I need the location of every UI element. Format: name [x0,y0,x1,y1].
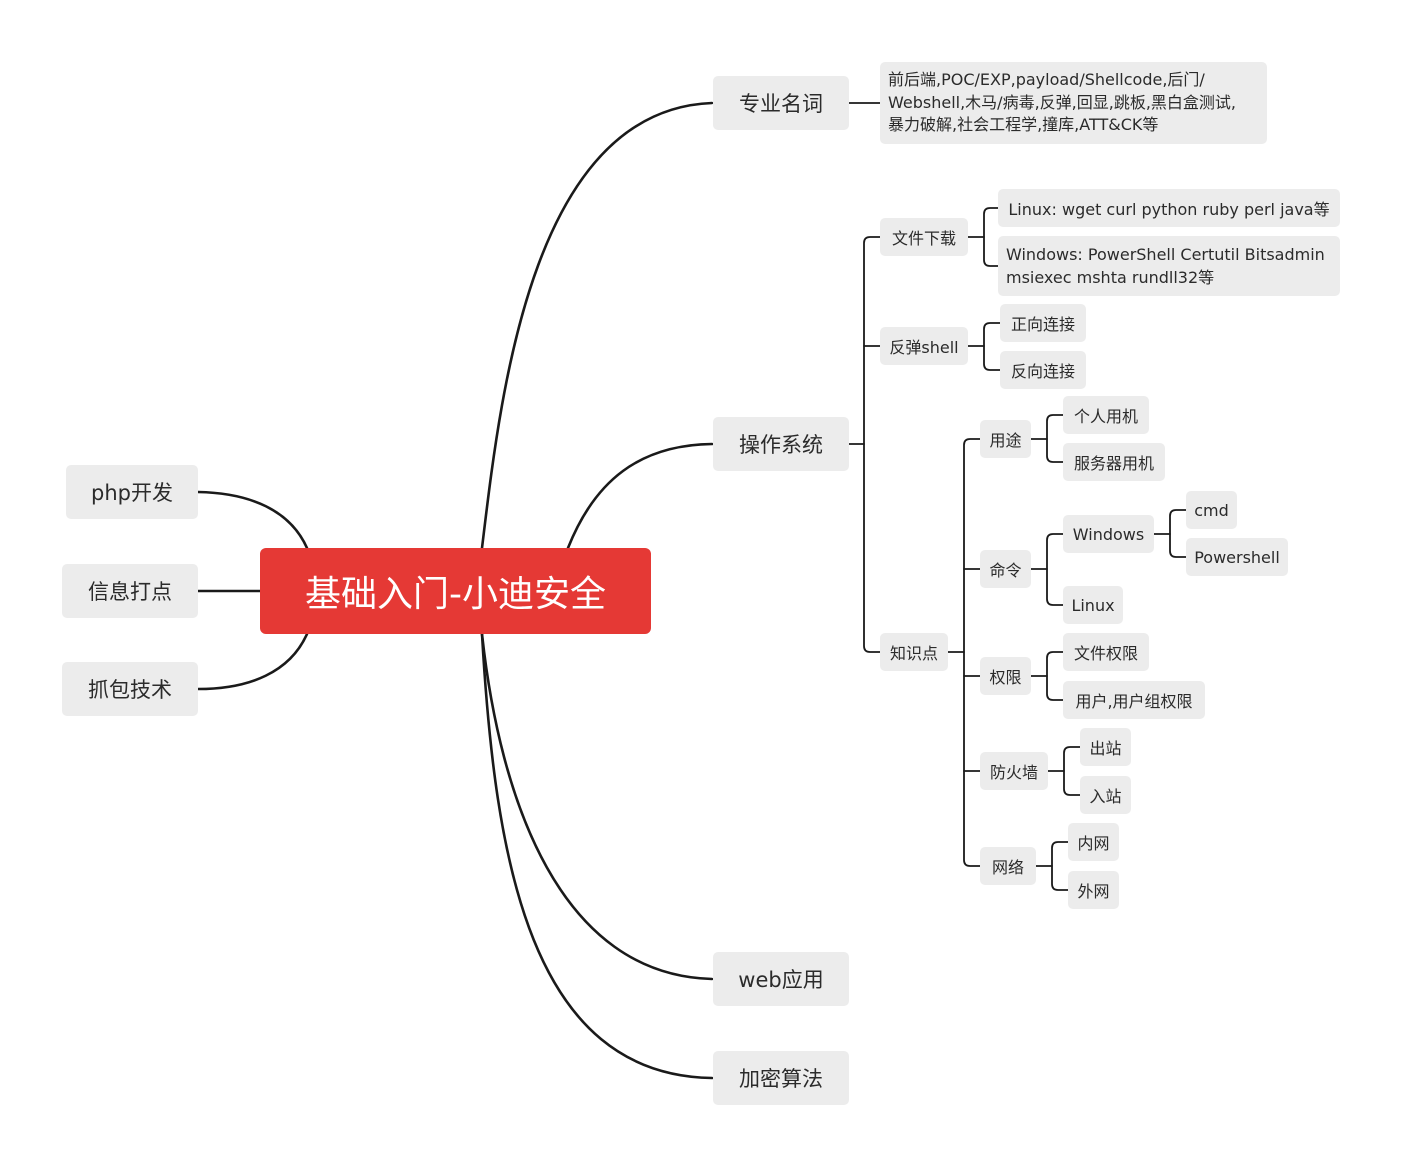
download-windows-line-2: msiexec mshta rundll32等 [1006,268,1215,287]
topic-outbound[interactable]: 出站 [1080,728,1131,766]
topic-firewall[interactable]: 防火墙 [980,752,1048,790]
topic-command-label: 命令 [989,561,1022,580]
topic-terms-label: 专业名词 [739,92,823,116]
link-root-terms [480,101,714,550]
root-topic[interactable]: 基础入门-小迪安全 [260,548,651,634]
link-net-bracket [1051,841,1069,891]
topic-usage-label: 用途 [989,431,1022,450]
topic-powershell[interactable]: Powershell [1186,538,1288,576]
topic-command-windows[interactable]: Windows [1063,515,1154,553]
topic-forward-connect-label: 正向连接 [1010,315,1075,334]
link-root-php [196,490,309,550]
topic-firewall-label: 防火墙 [989,763,1038,782]
topic-terms-details[interactable]: 前后端,POC/EXP,payload/Shellcode,后门/ Webshe… [880,62,1267,144]
topic-php-dev[interactable]: php开发 [66,465,198,519]
topic-download-linux[interactable]: Linux: wget curl python ruby perl java等 [998,189,1340,227]
topic-php-dev-label: php开发 [91,481,173,505]
link-perm-bracket [1046,651,1064,701]
topic-info-gathering-label: 信息打点 [88,580,172,604]
download-windows-line-1: Windows: PowerShell Certutil Bitsadmin [1006,245,1325,264]
link-download-bracket [983,207,999,267]
topic-powershell-label: Powershell [1194,547,1280,567]
topic-file-download[interactable]: 文件下载 [880,218,968,256]
terms-details-line-3: 暴力破解,社会工程学,撞库,ATT&CK等 [888,115,1159,134]
topic-knowledge[interactable]: 知识点 [880,633,948,671]
topic-packet-capture[interactable]: 抓包技术 [62,662,198,716]
topic-extranet-label: 外网 [1077,882,1110,901]
terms-details-line-1: 前后端,POC/EXP,payload/Shellcode,后门/ [888,70,1205,89]
topic-forward-connect[interactable]: 正向连接 [1000,304,1086,342]
topic-operating-system[interactable]: 操作系统 [713,417,849,471]
topic-web-app-label: web应用 [738,968,824,992]
topic-file-permission-label: 文件权限 [1073,644,1138,663]
topic-intranet-label: 内网 [1077,834,1110,853]
topic-network-label: 网络 [991,858,1024,877]
topic-knowledge-label: 知识点 [889,644,938,663]
topic-usage[interactable]: 用途 [980,420,1031,458]
topic-reverse-connect-label: 反向连接 [1010,362,1075,381]
topic-file-download-label: 文件下载 [891,229,956,248]
link-root-capture [196,632,309,691]
topic-packet-capture-label: 抓包技术 [88,678,172,702]
link-knowledge-bracket [963,438,981,867]
link-root-web [480,632,714,981]
topic-cmd-label: cmd [1194,500,1229,520]
link-command-bracket [1046,533,1064,606]
topic-file-permission[interactable]: 文件权限 [1063,633,1149,671]
topic-inbound-label: 入站 [1089,787,1122,806]
topic-download-windows[interactable]: Windows: PowerShell Certutil Bitsadmin m… [998,236,1340,296]
link-os-bracket [863,236,881,653]
link-reverse-bracket [983,322,1001,371]
topic-web-app[interactable]: web应用 [713,952,849,1006]
topic-inbound[interactable]: 入站 [1080,776,1131,814]
topic-operating-system-label: 操作系统 [739,433,823,457]
terms-details-line-2: Webshell,木马/病毒,反弹,回显,跳板,黑白盒测试, [888,92,1237,112]
topic-command-linux[interactable]: Linux [1063,586,1123,624]
topic-intranet[interactable]: 内网 [1068,823,1119,861]
link-windows-bracket [1169,509,1187,558]
topic-reverse-shell[interactable]: 反弹shell [880,327,968,365]
topic-command-linux-label: Linux [1071,595,1115,615]
topic-info-gathering[interactable]: 信息打点 [62,564,198,618]
topic-reverse-connect[interactable]: 反向连接 [1000,351,1086,389]
topic-permission-label: 权限 [989,668,1022,687]
topic-command[interactable]: 命令 [980,550,1031,588]
topic-network[interactable]: 网络 [980,847,1036,885]
link-usage-bracket [1046,414,1064,463]
topic-crypto-label: 加密算法 [739,1067,823,1091]
topic-user-permission-label: 用户,用户组权限 [1075,692,1193,711]
topic-user-permission[interactable]: 用户,用户组权限 [1063,681,1205,719]
topic-command-windows-label: Windows [1072,524,1145,544]
topic-personal-machine-label: 个人用机 [1073,407,1138,426]
topic-server-machine[interactable]: 服务器用机 [1063,443,1165,481]
link-fw-bracket [1063,746,1081,796]
topic-permission[interactable]: 权限 [980,657,1031,695]
topic-terms[interactable]: 专业名词 [713,76,849,130]
topic-download-linux-label: Linux: wget curl python ruby perl java等 [1008,200,1330,219]
link-root-crypto [480,632,714,1080]
topic-crypto[interactable]: 加密算法 [713,1051,849,1105]
topic-outbound-label: 出站 [1089,739,1122,758]
topic-personal-machine[interactable]: 个人用机 [1063,396,1149,434]
link-root-os [566,442,714,550]
root-topic-label: 基础入门-小迪安全 [305,574,606,615]
topic-reverse-shell-label: 反弹shell [889,338,959,357]
topic-cmd[interactable]: cmd [1186,491,1237,529]
topic-extranet[interactable]: 外网 [1068,871,1119,909]
topic-server-machine-label: 服务器用机 [1073,454,1154,473]
